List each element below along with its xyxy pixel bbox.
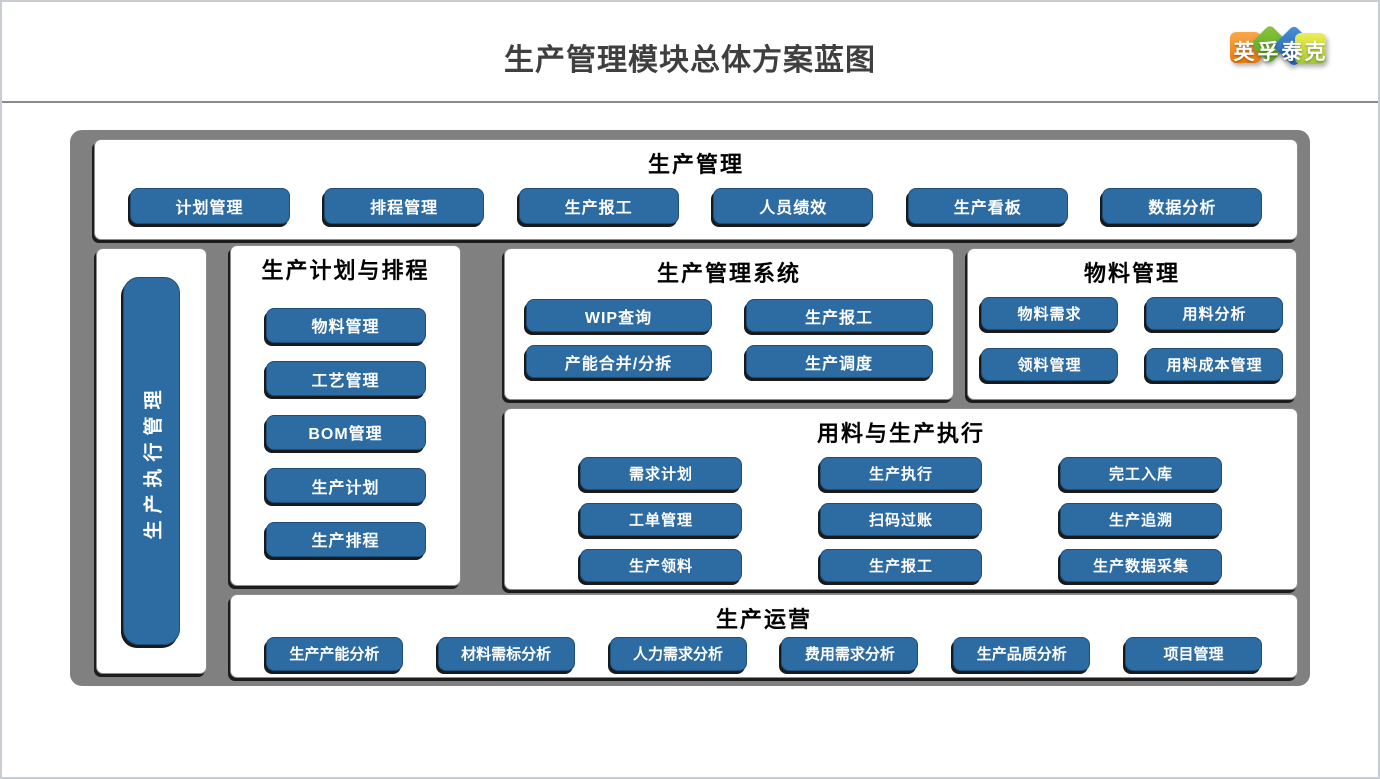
logo-char: 泰 [1281, 41, 1303, 64]
logo-char: 英 [1233, 41, 1255, 64]
block-production-reporting: 生产报工 [518, 188, 679, 224]
panel-plan-and-scheduling: 生产计划与排程 物料管理 工艺管理 BOM管理 生产计划 生产排程 [230, 245, 461, 586]
block-production-execution-management: 生产执行管理 [123, 277, 180, 645]
block-expense-demand-analysis: 费用需求分析 [781, 636, 919, 671]
block-finished-goods-inbound: 完工入库 [1060, 457, 1222, 490]
button-grid: 需求计划 生产执行 完工入库 工单管理 扫码过账 生产追溯 生产领料 生产报工 … [505, 457, 1297, 582]
block-production-dispatch: 生产调度 [745, 345, 933, 378]
block-personnel-performance: 人员绩效 [713, 188, 874, 224]
block-quality-analysis: 生产品质分析 [953, 636, 1091, 671]
logo-char: 孚 [1257, 41, 1279, 64]
vertical-bar-label: 生产执行管理 [143, 382, 165, 540]
block-production-plan: 生产计划 [265, 468, 426, 503]
block-project-management: 项目管理 [1125, 636, 1263, 671]
block-bom-management: BOM管理 [265, 414, 426, 450]
section-title: 用料与生产执行 [816, 421, 985, 446]
panel-production-management-system: 生产管理系统 WIP查询 生产报工 产能合并/分拆 生产调度 [504, 248, 954, 400]
block-production-reporting: 生产报工 [820, 549, 982, 582]
panel-production-operations: 生产运营 生产产能分析 材料需标分析 人力需求分析 费用需求分析 生产品质分析 … [230, 594, 1298, 678]
block-scheduling-management: 排程管理 [324, 188, 485, 224]
button-column: 物料管理 工艺管理 BOM管理 生产计划 生产排程 [231, 285, 460, 585]
panel-material-and-execution: 用料与生产执行 需求计划 生产执行 完工入库 工单管理 扫码过账 生产追溯 生产… [504, 408, 1298, 590]
block-material-demand: 物料需求 [981, 297, 1118, 330]
header-divider [2, 101, 1378, 103]
block-capacity-analysis: 生产产能分析 [265, 636, 403, 671]
button-row: 计划管理 排程管理 生产报工 人员绩效 生产看板 数据分析 [95, 179, 1297, 239]
block-data-analysis: 数据分析 [1102, 188, 1263, 224]
button-row: 生产产能分析 材料需标分析 人力需求分析 费用需求分析 生产品质分析 项目管理 [231, 634, 1297, 677]
block-production-picking: 生产领料 [580, 549, 742, 582]
block-production-kanban: 生产看板 [907, 188, 1068, 224]
section-title: 物料管理 [1083, 261, 1180, 286]
panel-production-execution: 生产执行管理 [96, 248, 207, 674]
block-production-traceability: 生产追溯 [1060, 503, 1222, 536]
block-labor-demand-analysis: 人力需求分析 [609, 636, 747, 671]
block-scan-posting: 扫码过账 [820, 503, 982, 536]
block-production-data-collection: 生产数据采集 [1060, 549, 1222, 582]
block-process-management: 工艺管理 [265, 361, 426, 396]
block-wip-query: WIP查询 [525, 299, 712, 332]
button-grid: WIP查询 生产报工 产能合并/分拆 生产调度 [505, 299, 953, 378]
page-title: 生产管理模块总体方案蓝图 [504, 44, 876, 77]
block-material-usage-analysis: 用料分析 [1146, 297, 1283, 330]
button-grid: 物料需求 用料分析 领料管理 用料成本管理 [968, 297, 1296, 381]
block-plan-management: 计划管理 [129, 188, 290, 224]
panel-material-management: 物料管理 物料需求 用料分析 领料管理 用料成本管理 [967, 248, 1297, 400]
section-title: 生产管理 [647, 152, 744, 177]
section-title: 生产计划与排程 [261, 258, 430, 283]
block-demand-planning: 需求计划 [580, 457, 742, 490]
logo-tile-lime [1295, 33, 1326, 64]
section-title: 生产运营 [715, 607, 812, 632]
block-production-scheduling: 生产排程 [265, 521, 426, 557]
block-material-requisition: 领料管理 [981, 348, 1118, 381]
block-production-execution: 生产执行 [820, 457, 982, 490]
block-material-management: 物料管理 [265, 307, 426, 343]
block-material-demand-analysis: 材料需标分析 [437, 636, 575, 671]
block-work-order-management: 工单管理 [580, 503, 742, 536]
block-material-cost-management: 用料成本管理 [1146, 348, 1283, 381]
block-capacity-merge-split: 产能合并/分拆 [525, 345, 712, 378]
block-production-reporting: 生产报工 [745, 299, 933, 332]
company-logo: 英 孚 泰 克 [1229, 23, 1329, 77]
diagram-frame: 生产管理 计划管理 排程管理 生产报工 人员绩效 生产看板 数据分析 生产执行管… [70, 130, 1310, 686]
panel-production-management: 生产管理 计划管理 排程管理 生产报工 人员绩效 生产看板 数据分析 [94, 139, 1298, 240]
logo-char: 克 [1304, 41, 1326, 64]
section-title: 生产管理系统 [656, 261, 801, 286]
